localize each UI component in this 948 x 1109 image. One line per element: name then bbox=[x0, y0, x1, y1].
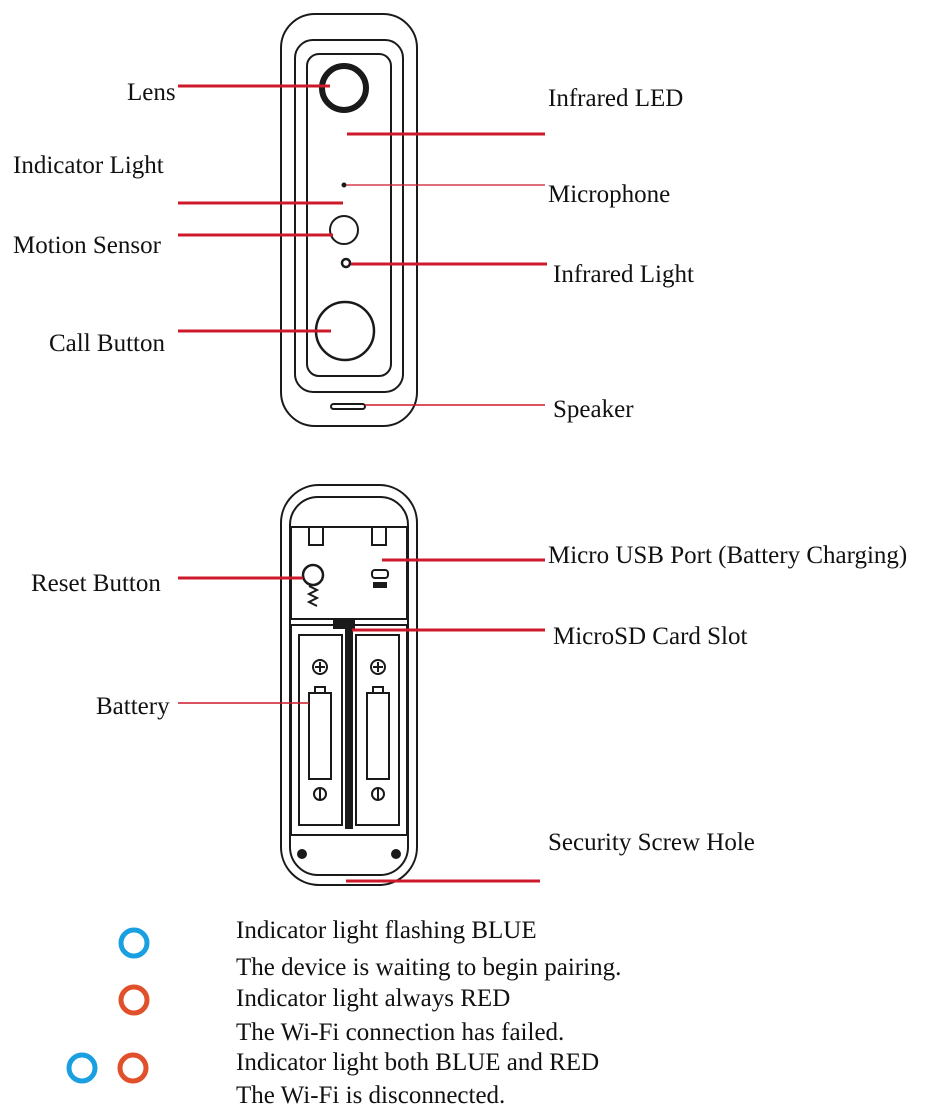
legend-blue-title: Indicator light flashing BLUE bbox=[236, 917, 537, 944]
leader-lines bbox=[178, 84, 547, 883]
front-face-panel bbox=[306, 53, 392, 377]
plus-icon-left bbox=[312, 659, 328, 675]
reset-button-icon bbox=[301, 563, 325, 587]
label-indicator-light: Indicator Light bbox=[13, 152, 164, 179]
label-micro-usb-port: Micro USB Port (Battery Charging) bbox=[548, 542, 908, 569]
label-microsd-card-slot: MicroSD Card Slot bbox=[553, 623, 748, 650]
plus-mark-left bbox=[315, 662, 325, 672]
label-battery: Battery bbox=[96, 693, 170, 720]
plus-icon-right bbox=[370, 659, 386, 675]
label-reset-button: Reset Button bbox=[31, 570, 161, 597]
label-security-screw-hole: Security Screw Hole bbox=[548, 829, 755, 856]
microsd-card-slot-icon bbox=[333, 619, 355, 629]
blue-indicator-icon bbox=[118, 927, 150, 959]
battery-icon-right bbox=[366, 692, 390, 780]
micro-usb-port-inner bbox=[373, 582, 387, 588]
legend-both-desc: The Wi-Fi is disconnected. bbox=[236, 1082, 506, 1109]
battery-terminal-right bbox=[372, 686, 384, 694]
label-infrared-light: Infrared Light bbox=[553, 261, 694, 288]
microphone-icon bbox=[341, 182, 347, 188]
minus-icon-right bbox=[371, 787, 385, 801]
legend-both-title: Indicator light both BLUE and RED bbox=[236, 1049, 600, 1076]
battery-terminal-left bbox=[314, 686, 326, 694]
legend-red-title: Indicator light always RED bbox=[236, 985, 511, 1012]
legend-blue-desc: The device is waiting to begin pairing. bbox=[236, 954, 622, 981]
red-indicator-icon bbox=[118, 984, 150, 1016]
battery-icon-left bbox=[308, 692, 332, 780]
legend-red-desc: The Wi-Fi connection has failed. bbox=[236, 1019, 565, 1046]
label-microphone: Microphone bbox=[548, 181, 671, 208]
red-indicator-icon bbox=[117, 1052, 149, 1084]
label-motion-sensor: Motion Sensor bbox=[13, 232, 161, 259]
microsd-slot-divider bbox=[345, 621, 353, 829]
label-call-button: Call Button bbox=[49, 330, 165, 357]
front-outer-shell bbox=[280, 13, 418, 427]
screw-icon-left bbox=[297, 849, 307, 859]
back-outer-shell bbox=[280, 484, 418, 886]
screw-icon-right bbox=[391, 849, 401, 859]
lens-icon bbox=[319, 63, 369, 113]
legend-icons bbox=[66, 927, 150, 1084]
infrared-light-icon bbox=[340, 257, 352, 269]
back-top-tab-right bbox=[371, 526, 387, 546]
label-speaker: Speaker bbox=[553, 396, 634, 423]
plus-mark-right bbox=[373, 662, 383, 672]
minus-icon-left bbox=[313, 787, 327, 801]
doorbell-front-view bbox=[280, 13, 418, 427]
battery-compartment-left bbox=[298, 634, 343, 826]
battery-compartment-right bbox=[355, 634, 400, 826]
speaker-icon bbox=[330, 403, 366, 410]
label-lens: Lens bbox=[127, 79, 176, 106]
doorbell-back-view bbox=[280, 484, 418, 886]
blue-indicator-icon bbox=[66, 1052, 98, 1084]
reset-button-spring bbox=[306, 585, 320, 607]
back-top-tab-left bbox=[308, 526, 324, 546]
label-infrared-led: Infrared LED bbox=[548, 85, 684, 112]
front-inner-panel bbox=[294, 39, 404, 393]
micro-usb-port-icon bbox=[371, 569, 389, 579]
motion-sensor-icon bbox=[329, 215, 359, 245]
